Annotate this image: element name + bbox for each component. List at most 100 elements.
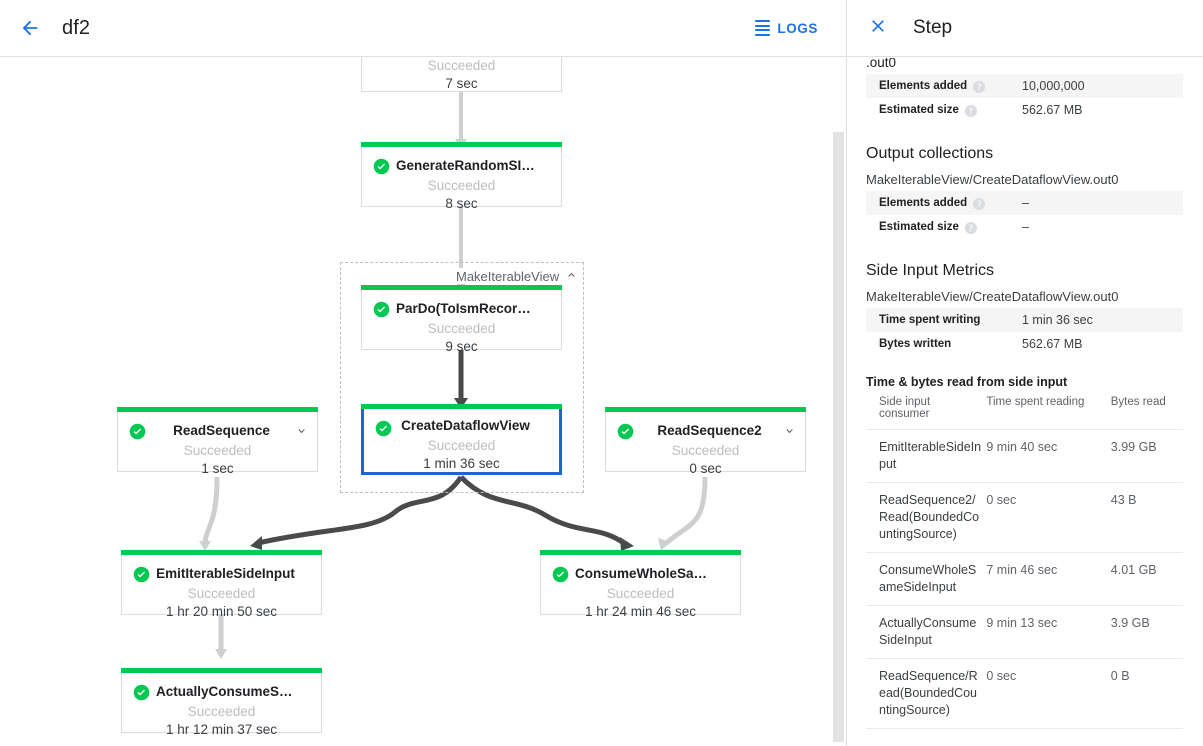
graph-node-actually-consume-side-input[interactable]: ActuallyConsumeSideI… Succeeded 1 hr 12 … bbox=[121, 668, 322, 737]
node-time: 1 min 36 sec bbox=[423, 456, 500, 471]
metric-label: Time spent writing bbox=[879, 314, 981, 326]
node-status: Succeeded bbox=[187, 586, 256, 601]
node-time: 1 hr 12 min 37 sec bbox=[165, 722, 278, 737]
help-icon[interactable]: ? bbox=[973, 80, 986, 93]
cell-time: 0 sec bbox=[986, 658, 1111, 729]
column-header-consumer: Side input consumer bbox=[866, 392, 987, 430]
help-icon[interactable]: ? bbox=[973, 197, 986, 210]
check-circle-icon bbox=[133, 684, 150, 701]
cell-bytes: 43 B bbox=[1110, 482, 1183, 553]
graph-node-create-dataflow-view[interactable]: CreateDataflowView Succeeded 1 min 36 se… bbox=[361, 404, 562, 475]
cell-consumer: ReadSequence2/Read(BoundedCountingSource… bbox=[866, 482, 987, 553]
graph-node-read-sequence[interactable]: ReadSequence Succeeded 1 sec bbox=[117, 407, 318, 476]
chevron-down-icon[interactable] bbox=[783, 425, 796, 443]
cell-bytes: 3.9 GB bbox=[1110, 605, 1183, 659]
chevron-down-icon[interactable] bbox=[295, 425, 308, 443]
check-circle-icon bbox=[373, 158, 390, 175]
cell-time: 9 min 40 sec bbox=[986, 429, 1111, 483]
composite-group-make-iterable-view[interactable] bbox=[340, 262, 584, 493]
node-time: 7 sec bbox=[445, 76, 478, 91]
metric-value: 562.67 MB bbox=[1022, 103, 1083, 117]
close-icon bbox=[868, 16, 888, 41]
input-metrics-table: Elements added? 10,000,000 Estimated siz… bbox=[866, 74, 1183, 122]
cell-bytes: 3.99 GB bbox=[1110, 429, 1183, 483]
logs-button[interactable]: LOGS bbox=[745, 12, 828, 44]
cell-time: 0 sec bbox=[986, 482, 1111, 553]
table-row: Estimated size? 562.67 MB bbox=[866, 98, 1183, 122]
cell-bytes: 0 B bbox=[1110, 658, 1183, 729]
node-title: ReadSequence2 bbox=[657, 423, 762, 438]
node-status-stripe bbox=[361, 142, 562, 147]
job-name: df2 bbox=[62, 16, 91, 39]
node-status: Succeeded bbox=[427, 58, 496, 73]
metric-label: Elements added? bbox=[866, 74, 1021, 98]
node-status: Succeeded bbox=[427, 178, 496, 193]
arrow-left-icon bbox=[19, 17, 41, 39]
graph-node-partial[interactable]: Succeeded 7 sec bbox=[361, 57, 562, 92]
graph-node-generate-random-si-data[interactable]: GenerateRandomSIData Succeeded 8 sec bbox=[361, 142, 562, 211]
node-status-stripe bbox=[361, 404, 562, 409]
metric-value: – bbox=[1022, 196, 1029, 210]
cell-time: 9 min 13 sec bbox=[986, 605, 1111, 659]
graph-node-read-sequence-2[interactable]: ReadSequence2 Succeeded 0 sec bbox=[605, 407, 806, 476]
table-row: Estimated size? – bbox=[866, 215, 1183, 239]
side-input-write-metrics-table: Time spent writing 1 min 36 sec Bytes wr… bbox=[866, 308, 1183, 356]
side-input-collection-name: MakeIterableView/CreateDataflowView.out0 bbox=[866, 289, 1119, 304]
chevron-up-icon[interactable] bbox=[565, 268, 578, 284]
node-title: CreateDataflowView bbox=[401, 418, 530, 433]
cell-bytes: 4.01 GB bbox=[1110, 552, 1183, 606]
output-collection-name: MakeIterableView/CreateDataflowView.out0 bbox=[866, 172, 1119, 187]
node-status-stripe bbox=[117, 407, 318, 412]
check-circle-icon bbox=[375, 420, 392, 437]
node-time: 1 hr 20 min 50 sec bbox=[165, 604, 278, 619]
node-status: Succeeded bbox=[606, 586, 675, 601]
node-status: Succeeded bbox=[183, 443, 252, 458]
close-panel-button[interactable] bbox=[858, 8, 898, 48]
cell-consumer: ReadSequence/Read(BoundedCountingSource) bbox=[866, 658, 987, 729]
node-title: ActuallyConsumeSideI… bbox=[156, 684, 316, 699]
side-input-metrics-heading: Side Input Metrics bbox=[866, 262, 995, 279]
graph-node-pardo-toismrecordfor[interactable]: ParDo(ToIsmRecordFor… Succeeded 9 sec bbox=[361, 285, 562, 354]
help-icon[interactable]: ? bbox=[964, 221, 977, 234]
cell-consumer: EmitIterableSideInput bbox=[866, 429, 987, 483]
metric-label: Elements added? bbox=[866, 191, 1021, 215]
back-button[interactable] bbox=[10, 8, 50, 48]
graph-node-emit-iterable-side-input[interactable]: EmitIterableSideInput Succeeded 1 hr 20 … bbox=[121, 550, 322, 619]
help-icon[interactable]: ? bbox=[964, 104, 977, 117]
check-circle-icon bbox=[133, 566, 150, 583]
composite-group-label[interactable]: MakeIterableView bbox=[452, 268, 583, 284]
node-time: 9 sec bbox=[445, 339, 478, 354]
node-status-stripe bbox=[121, 668, 322, 673]
table-row: Bytes written 562.67 MB bbox=[866, 332, 1183, 356]
node-status: Succeeded bbox=[427, 321, 496, 336]
output-collections-heading: Output collections bbox=[866, 145, 994, 162]
metric-label: Estimated size? bbox=[866, 215, 1021, 239]
table-row: Time spent writing 1 min 36 sec bbox=[866, 308, 1183, 332]
output-metrics-table: Elements added? – Estimated size? – bbox=[866, 191, 1183, 239]
graph-node-consume-whole-same-side-input[interactable]: ConsumeWholeSameSi… Succeeded 1 hr 24 mi… bbox=[540, 550, 741, 619]
table-row: Elements added? 10,000,000 bbox=[866, 74, 1183, 98]
check-circle-icon bbox=[552, 566, 569, 583]
check-circle-icon bbox=[617, 423, 634, 440]
side-input-read-table: Side input consumer Time spent reading B… bbox=[866, 392, 1183, 729]
node-title: ReadSequence bbox=[173, 423, 270, 438]
column-header-time: Time spent reading bbox=[986, 392, 1111, 430]
graph-edges bbox=[199, 92, 708, 659]
job-graph-pane: df2 LOGS bbox=[0, 8, 846, 746]
node-status-stripe bbox=[121, 550, 322, 555]
node-title: GenerateRandomSIData bbox=[396, 158, 551, 173]
node-time: 1 sec bbox=[201, 461, 234, 476]
table-row: ActuallyConsumeSideInput 9 min 13 sec 3.… bbox=[866, 605, 1183, 659]
cell-consumer: ActuallyConsumeSideInput bbox=[866, 605, 987, 659]
node-title: ParDo(ToIsmRecordFor… bbox=[396, 301, 561, 316]
metric-value: 562.67 MB bbox=[1022, 337, 1083, 351]
graph-scrollbar-thumb[interactable] bbox=[833, 132, 844, 742]
node-time: 1 hr 24 min 46 sec bbox=[584, 604, 697, 619]
metric-value: – bbox=[1022, 220, 1029, 234]
node-status-stripe bbox=[361, 285, 562, 290]
column-header-bytes: Bytes read bbox=[1110, 392, 1183, 430]
node-status: Succeeded bbox=[187, 704, 256, 719]
step-panel-body[interactable]: .out0 Elements added? 10,000,000 Estimat… bbox=[847, 58, 1203, 746]
graph-canvas[interactable]: Succeeded 7 sec GenerateRandomSIData Suc… bbox=[0, 57, 846, 746]
